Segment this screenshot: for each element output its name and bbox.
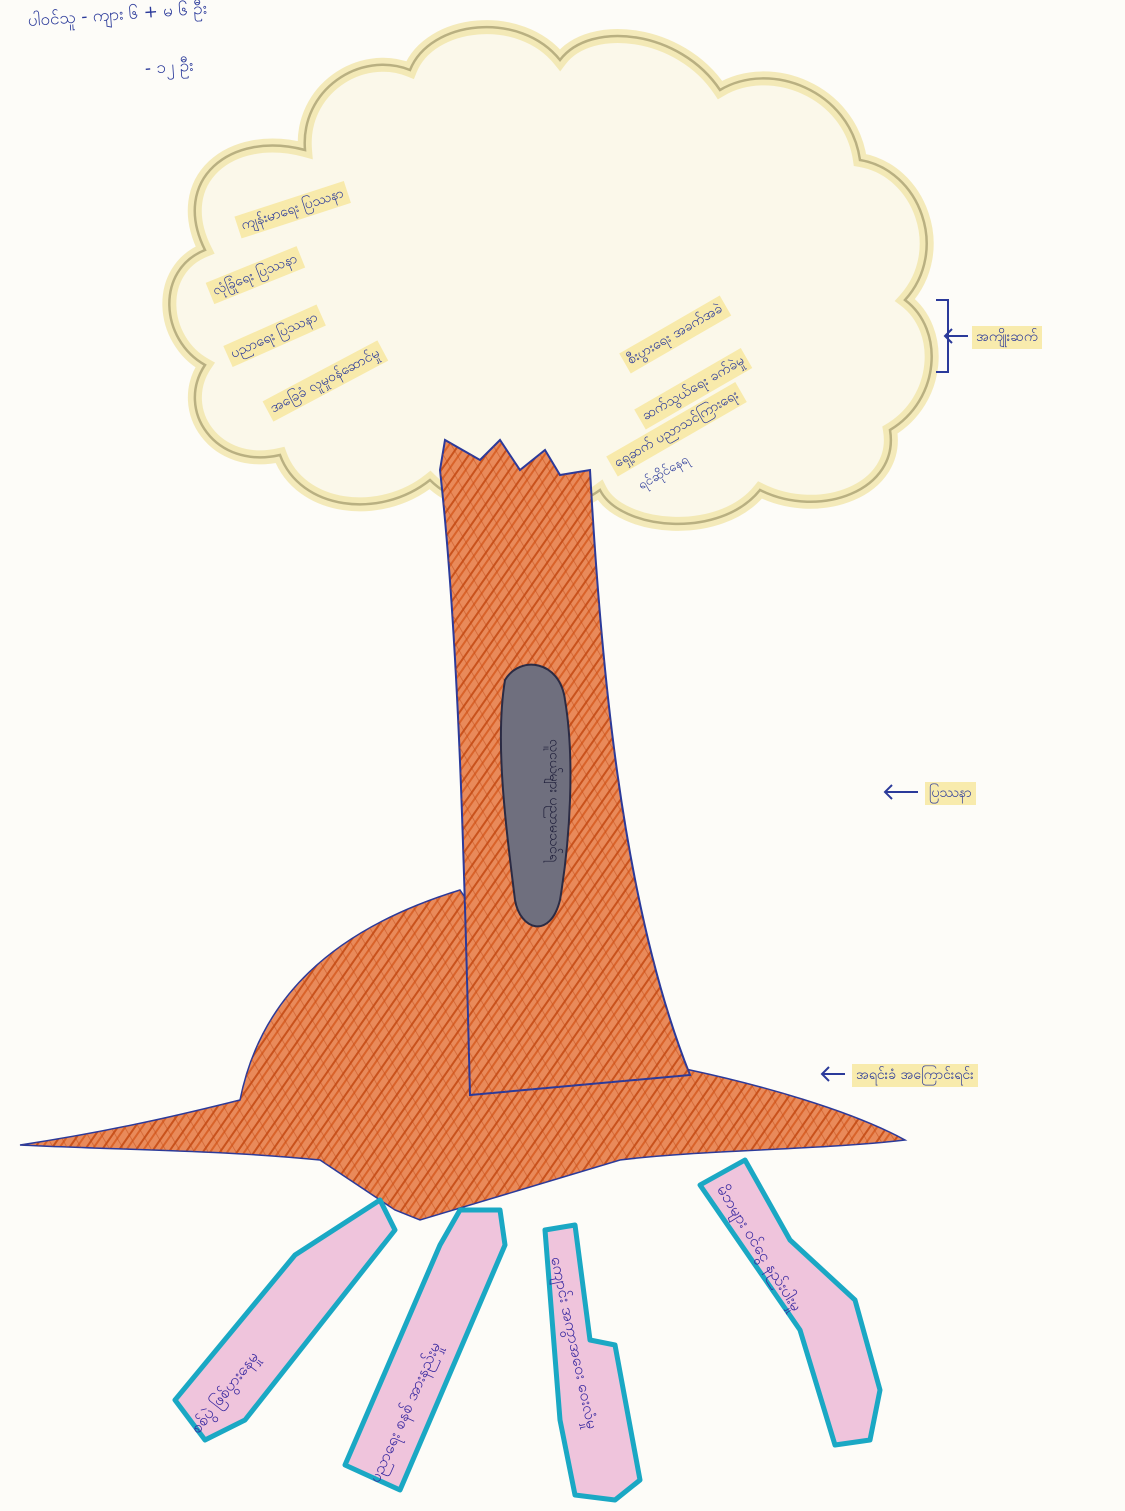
participants-total: - ၁၂ ဦး xyxy=(144,55,194,83)
side-label-base: အရင်းခံ အကြောင်းရင်း xyxy=(852,1064,978,1087)
trunk-label: လူငယ်များ ပညာမသင်ရ xyxy=(543,739,564,862)
side-label-crown: အကျိုးဆက် xyxy=(972,326,1042,349)
side-label-trunk: ပြဿနာ xyxy=(925,782,976,805)
